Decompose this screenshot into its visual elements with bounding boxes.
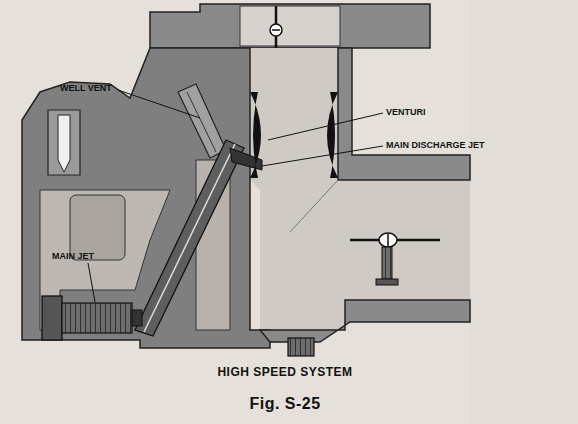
diagram-title: HIGH SPEED SYSTEM (217, 366, 352, 378)
inlet-needle (58, 115, 70, 172)
part-label: VENTURI (386, 108, 426, 117)
outlet-bottom-wall (260, 300, 470, 342)
venturi-left (250, 92, 261, 178)
well-vent-tube (178, 84, 226, 158)
needle-valve-seat (48, 110, 80, 175)
venturi-right (327, 92, 338, 178)
throttle-screw (382, 247, 392, 279)
float (70, 195, 125, 260)
main-jet-plug (42, 296, 62, 340)
part-label: WELL VENT (60, 84, 112, 93)
choke-shaft (270, 24, 282, 36)
main-jet (62, 303, 132, 333)
top-flange (150, 4, 430, 48)
discharge-tube (135, 140, 244, 336)
drain-plug (288, 338, 314, 356)
leader-lines (88, 90, 383, 302)
throat-interior (250, 48, 470, 330)
part-label: MAIN DISCHARGE JET (386, 141, 485, 150)
air-horn-opening (240, 6, 340, 46)
part-label: MAIN JET (52, 252, 94, 261)
float-bowl-body (22, 48, 270, 348)
throttle-shaft (379, 233, 397, 247)
outlet-top-wall (338, 48, 470, 180)
figure-caption: Fig. S-25 (249, 396, 320, 412)
page-ground (470, 0, 578, 424)
